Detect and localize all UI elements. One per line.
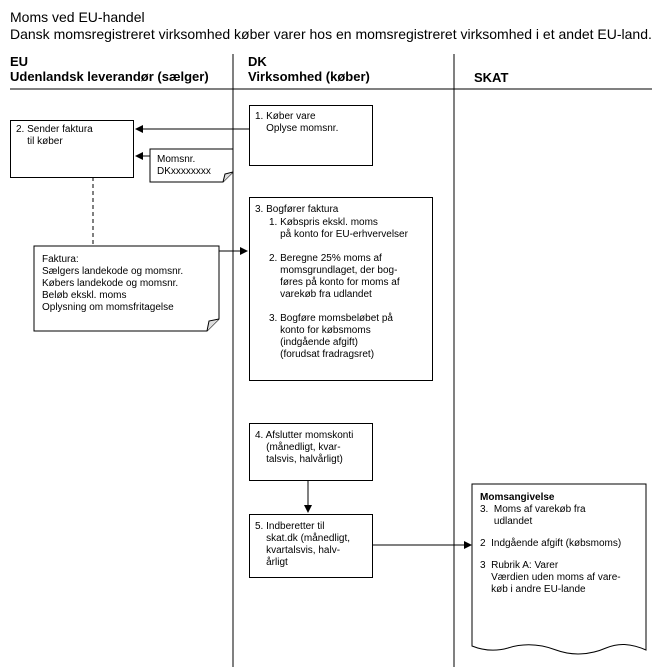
- box-send-invoice: 2. Sender faktura til køber: [10, 120, 134, 178]
- bookkeeping-item: 3. Bogføre momsbeløbet på konto for købs…: [255, 313, 427, 361]
- momsangivelse-item: 2 Indgående afgift (købsmoms): [480, 538, 621, 550]
- momsangivelse-item: 3 Rubrik A: Varer Værdien uden moms af v…: [480, 560, 621, 596]
- report-line: årligt: [255, 557, 288, 568]
- bookkeeping-item-line: (forudsat fradragsret): [269, 349, 375, 360]
- box-report: 5. Indberetter til skat.dk (månedligt, k…: [249, 514, 373, 578]
- bookkeeping-item-line: konto for købsmoms: [269, 325, 371, 336]
- page-subtitle: Dansk momsregistreret virksomhed køber v…: [10, 26, 652, 42]
- close-accounts-line: (månedligt, kvar-: [255, 442, 341, 453]
- invoice-doc: Faktura: Sælgers landekode og momsnr. Kø…: [42, 254, 183, 314]
- box-bookkeeping: 3. Bogfører faktura 1. Købspris ekskl. m…: [249, 197, 433, 381]
- bookkeeping-item-line: (indgående afgift): [269, 337, 358, 348]
- invoice-doc-line: Faktura:: [42, 254, 79, 265]
- lane-dk-line2: Virksomhed (køber): [248, 69, 370, 84]
- vat-note-line: DKxxxxxxxx: [157, 166, 211, 177]
- momsangivelse: Momsangivelse 3. Moms af varekøb fra udl…: [480, 492, 621, 596]
- box-send-invoice-line: til køber: [16, 136, 63, 147]
- momsangivelse-item-line: køb i andre EU-lande: [480, 584, 586, 595]
- vat-note-line: Momsnr.: [157, 154, 196, 165]
- momsangivelse-shape: [471, 483, 647, 655]
- vat-note: Momsnr. DKxxxxxxxx: [157, 154, 211, 178]
- lane-header-dk: DK Virksomhed (køber): [248, 54, 370, 84]
- vat-note-fold: [222, 171, 234, 183]
- lane-dk-line1: DK: [248, 54, 267, 69]
- momsangivelse-item-line: 2 Indgående afgift (købsmoms): [480, 538, 622, 549]
- bookkeeping-item-line: på konto for EU-erhvervelser: [269, 229, 408, 240]
- bookkeeping-item-line: 2. Beregne 25% moms af: [269, 253, 382, 264]
- lane-eu-line2: Udenlandsk leverandør (sælger): [10, 69, 209, 84]
- close-accounts-line: 4. Afslutter momskonti: [255, 430, 354, 441]
- invoice-doc-line: Købers landekode og momsnr.: [42, 278, 179, 289]
- report-line: kvartalsvis, halv-: [255, 545, 341, 556]
- momsangivelse-item: 3. Moms af varekøb fra udlandet: [480, 504, 621, 528]
- invoice-doc-line: Sælgers landekode og momsnr.: [42, 266, 184, 277]
- momsangivelse-item-line: 3 Rubrik A: Varer: [480, 560, 559, 571]
- bookkeeping-item: 2. Beregne 25% moms af momsgrundlaget, d…: [255, 253, 427, 301]
- bookkeeping-item: 1. Købspris ekskl. moms på konto for EU-…: [255, 217, 427, 241]
- bookkeeping-item-line: varekøb fra udlandet: [269, 289, 372, 300]
- bookkeeping-item-line: 3. Bogføre momsbeløbet på: [269, 313, 393, 324]
- lane-eu-line1: EU: [10, 54, 29, 69]
- invoice-doc-fold: [206, 318, 220, 332]
- bookkeeping-item-line: 1. Købspris ekskl. moms: [269, 217, 378, 228]
- invoice-doc-line: Oplysning om momsfritagelse: [42, 302, 174, 313]
- box-close-accounts: 4. Afslutter momskonti (månedligt, kvar-…: [249, 423, 373, 481]
- momsangivelse-item-line: udlandet: [480, 516, 533, 527]
- report-line: skat.dk (månedligt,: [255, 533, 351, 544]
- page-title: Moms ved EU-handel: [10, 9, 145, 25]
- box-buy-goods-line: Oplyse momsnr.: [255, 123, 339, 134]
- momsangivelse-heading: Momsangivelse: [480, 492, 555, 503]
- report-line: 5. Indberetter til: [255, 521, 325, 532]
- lane-header-eu: EU Udenlandsk leverandør (sælger): [10, 54, 209, 84]
- momsangivelse-item-line: Værdien uden moms af vare-: [480, 572, 621, 583]
- bookkeeping-heading: 3. Bogfører faktura: [255, 204, 339, 215]
- bookkeeping-item-line: momsgrundlaget, der bog-: [269, 265, 398, 276]
- box-send-invoice-line: 2. Sender faktura: [16, 124, 93, 135]
- box-buy-goods-line: 1. Køber vare: [255, 111, 316, 122]
- bookkeeping-item-line: føres på konto for moms af: [269, 277, 400, 288]
- lane-header-skat: SKAT: [474, 70, 508, 85]
- lane-skat-line1: SKAT: [474, 70, 509, 85]
- box-buy-goods: 1. Køber vare Oplyse momsnr.: [249, 105, 373, 166]
- invoice-doc-line: Beløb ekskl. moms: [42, 290, 127, 301]
- momsangivelse-item-line: 3. Moms af varekøb fra: [480, 504, 586, 515]
- close-accounts-line: talsvis, halvårligt): [255, 454, 343, 465]
